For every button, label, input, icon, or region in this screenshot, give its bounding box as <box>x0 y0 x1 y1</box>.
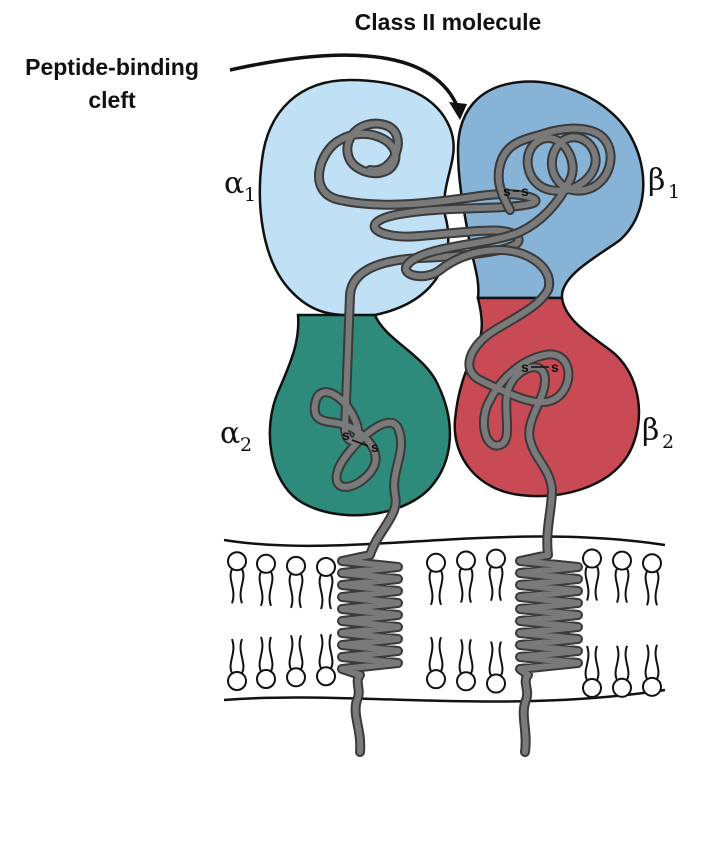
lipid-head-outer <box>582 548 602 569</box>
label-alpha2-letter: α <box>220 416 240 451</box>
lipid-head-outer <box>227 551 247 572</box>
lipid-head-inner <box>256 668 276 689</box>
label-beta1-letter: β <box>648 163 665 198</box>
lipid-head-inner <box>286 667 306 688</box>
lipid-head-outer <box>612 550 632 571</box>
disulfide-s-beta2-left: s <box>521 359 529 375</box>
label-beta1-sub: 1 <box>668 181 680 203</box>
label-beta2: β 2 <box>642 413 674 453</box>
lipid-head-inner <box>642 676 662 697</box>
lipid-tails <box>229 568 245 674</box>
lipid-tails <box>258 571 274 672</box>
label-beta2-letter: β <box>642 413 659 448</box>
label-beta2-sub: 2 <box>662 431 674 453</box>
lipid-tails <box>428 570 444 672</box>
label-beta1: β 1 <box>648 163 680 203</box>
disulfide-bond-beta2: s s <box>521 359 559 375</box>
lipid-head-outer <box>426 552 446 573</box>
lipid-head-inner <box>582 677 602 698</box>
lipid-head-inner <box>227 671 247 692</box>
disulfide-s-alpha2-right: s <box>371 439 379 455</box>
membrane-outer-edge <box>223 535 666 548</box>
lipid-head-inner <box>316 666 336 687</box>
disulfide-bond-beta1: s s <box>503 183 529 199</box>
lipid-tails <box>584 566 600 681</box>
lipid-tails <box>318 574 334 669</box>
cleft-label-line2: cleft <box>88 87 136 113</box>
cleft-arrow <box>229 53 467 120</box>
lipid-tails <box>488 566 504 676</box>
label-alpha1-sub: 1 <box>244 184 256 206</box>
diagram-title: Class II molecule <box>355 9 542 35</box>
label-alpha2: α 2 <box>220 416 252 456</box>
lipid-tails <box>288 573 304 670</box>
lipid-tails <box>458 568 474 674</box>
lipid-head-outer <box>256 553 276 574</box>
lipid-tails <box>614 568 630 681</box>
cell-membrane <box>223 535 666 703</box>
lipid-head-outer <box>456 550 476 571</box>
lipid-head-outer <box>642 553 662 574</box>
lipid-head-inner <box>486 673 506 694</box>
label-alpha1-letter: α <box>224 166 244 201</box>
disulfide-s-beta1-left: s <box>503 183 511 199</box>
lipid-head-outer <box>486 548 506 569</box>
membrane-inner-edge <box>223 688 666 703</box>
lipid-tails <box>644 570 660 680</box>
disulfide-s-beta2-right: s <box>551 359 559 375</box>
lipid-head-inner <box>426 669 446 690</box>
lipid-head-outer <box>316 556 336 577</box>
alpha2-domain <box>268 313 452 517</box>
disulfide-s-alpha2-left: s <box>342 427 350 443</box>
disulfide-bond-alpha2: s s <box>342 427 379 455</box>
beta-polypeptide-chain <box>401 123 616 757</box>
lipid-head-outer <box>286 555 306 576</box>
label-alpha2-sub: 2 <box>240 434 252 456</box>
disulfide-s-beta1-right: s <box>521 183 529 199</box>
lipid-head-inner <box>456 671 476 692</box>
cleft-label-line1: Peptide-binding <box>25 54 199 80</box>
lipid-head-inner <box>612 677 632 698</box>
label-alpha1: α 1 <box>224 166 256 206</box>
